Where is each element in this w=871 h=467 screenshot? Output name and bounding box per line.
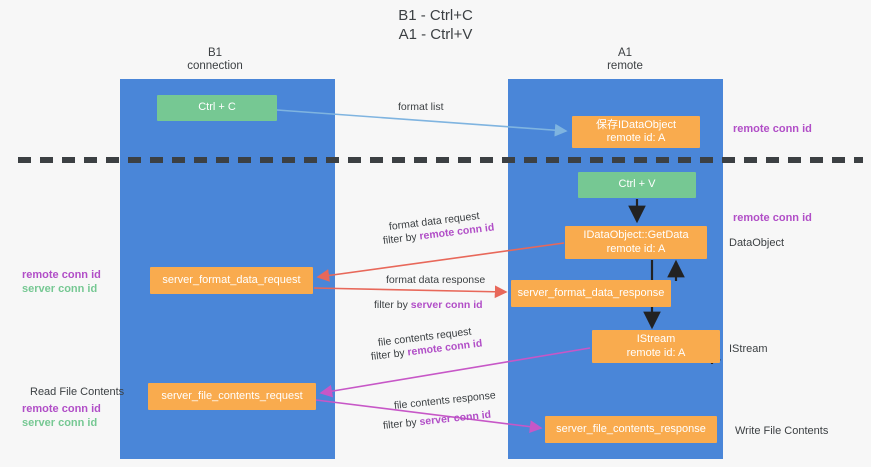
- node-idataobject[interactable]: 保存IDataObject remote id: A: [572, 116, 700, 148]
- annotation-right-remote-conn-id-2: remote conn id: [733, 212, 812, 224]
- filter-prefix: filter by: [382, 416, 421, 432]
- node-getdata-sub: remote id: A: [606, 242, 666, 255]
- connector-file-contents-response: [315, 399, 543, 433]
- column-header-b1-name: B1: [207, 47, 223, 59]
- filter-prefix: filter by: [374, 299, 411, 311]
- page-title: B1 - Ctrl+C A1 - Ctrl+V: [0, 6, 871, 44]
- node-getdata-label: IDataObject::GetData: [583, 229, 689, 241]
- title-line-1: B1 - Ctrl+C: [398, 7, 473, 24]
- annotation-left-conn-ids-2: remote conn id server conn id: [22, 402, 101, 430]
- node-server-file-contents-response[interactable]: server_file_contents_response: [545, 416, 717, 443]
- title-line-2: A1 - Ctrl+V: [398, 26, 473, 43]
- annotation-right-dataobject: DataObject: [729, 237, 785, 249]
- node-ctrl-c[interactable]: Ctrl + C: [157, 95, 277, 121]
- node-ctrl-v[interactable]: Ctrl + V: [578, 172, 696, 198]
- column-header-b1: B1 connection: [155, 47, 275, 73]
- node-server-file-contents-request[interactable]: server_file_contents_request: [148, 383, 316, 410]
- node-istream[interactable]: IStream remote id: A: [592, 330, 720, 363]
- node-istream-label: IStream: [636, 333, 676, 345]
- annotation-left-server-conn-id-2: server conn id: [22, 417, 98, 429]
- annotation-right-istream: IStream: [729, 343, 768, 355]
- annotation-left-remote-conn-id-1: remote conn id: [22, 269, 101, 281]
- column-header-a1-name: A1: [617, 47, 633, 59]
- connector-file-contents-request: [319, 347, 591, 398]
- node-server-file-contents-response-label: server_file_contents_response: [556, 422, 706, 435]
- annotation-left-remote-conn-id-2: remote conn id: [22, 403, 101, 415]
- column-header-a1-role: remote: [607, 60, 643, 72]
- node-server-format-data-response-label: server_format_data_response: [517, 286, 665, 299]
- annotation-left-server-conn-id-1: server conn id: [22, 283, 98, 295]
- column-header-a1: A1 remote: [565, 47, 685, 73]
- node-ctrl-v-label: Ctrl + V: [618, 178, 656, 191]
- phase-divider: [18, 157, 863, 163]
- node-ctrl-c-label: Ctrl + C: [198, 101, 236, 114]
- annotation-right-remote-conn-id-1: remote conn id: [733, 123, 812, 135]
- connector-format-data-response: [313, 285, 508, 299]
- connector-format-data-request: [316, 242, 565, 282]
- node-istream-sub: remote id: A: [626, 346, 686, 359]
- node-idataobject-getdata[interactable]: IDataObject::GetData remote id: A: [565, 226, 707, 259]
- edge-label-format-list: format list: [398, 101, 444, 113]
- filter-key-server-conn-id: server conn id: [410, 299, 483, 311]
- node-server-format-data-request[interactable]: server_format_data_request: [150, 267, 313, 294]
- node-server-file-contents-request-label: server_file_contents_request: [161, 389, 303, 402]
- node-idataobject-label: 保存IDataObject: [595, 118, 677, 131]
- column-header-b1-role: connection: [187, 60, 243, 72]
- node-server-format-data-request-label: server_format_data_request: [162, 273, 301, 286]
- node-idataobject-sub: remote id: A: [606, 132, 666, 144]
- edge-label-format-data-response: format data response: [386, 274, 486, 286]
- annotation-right-write-file-contents: Write File Contents: [735, 425, 829, 437]
- annotation-left-read-file-contents: Read File Contents: [30, 386, 125, 398]
- annotation-left-conn-ids: remote conn id server conn id: [22, 268, 101, 296]
- connector-format-list: [276, 109, 568, 137]
- edge-label-format-data-response-filter: filter by server conn id: [374, 298, 483, 312]
- node-server-format-data-response[interactable]: server_format_data_response: [511, 280, 671, 307]
